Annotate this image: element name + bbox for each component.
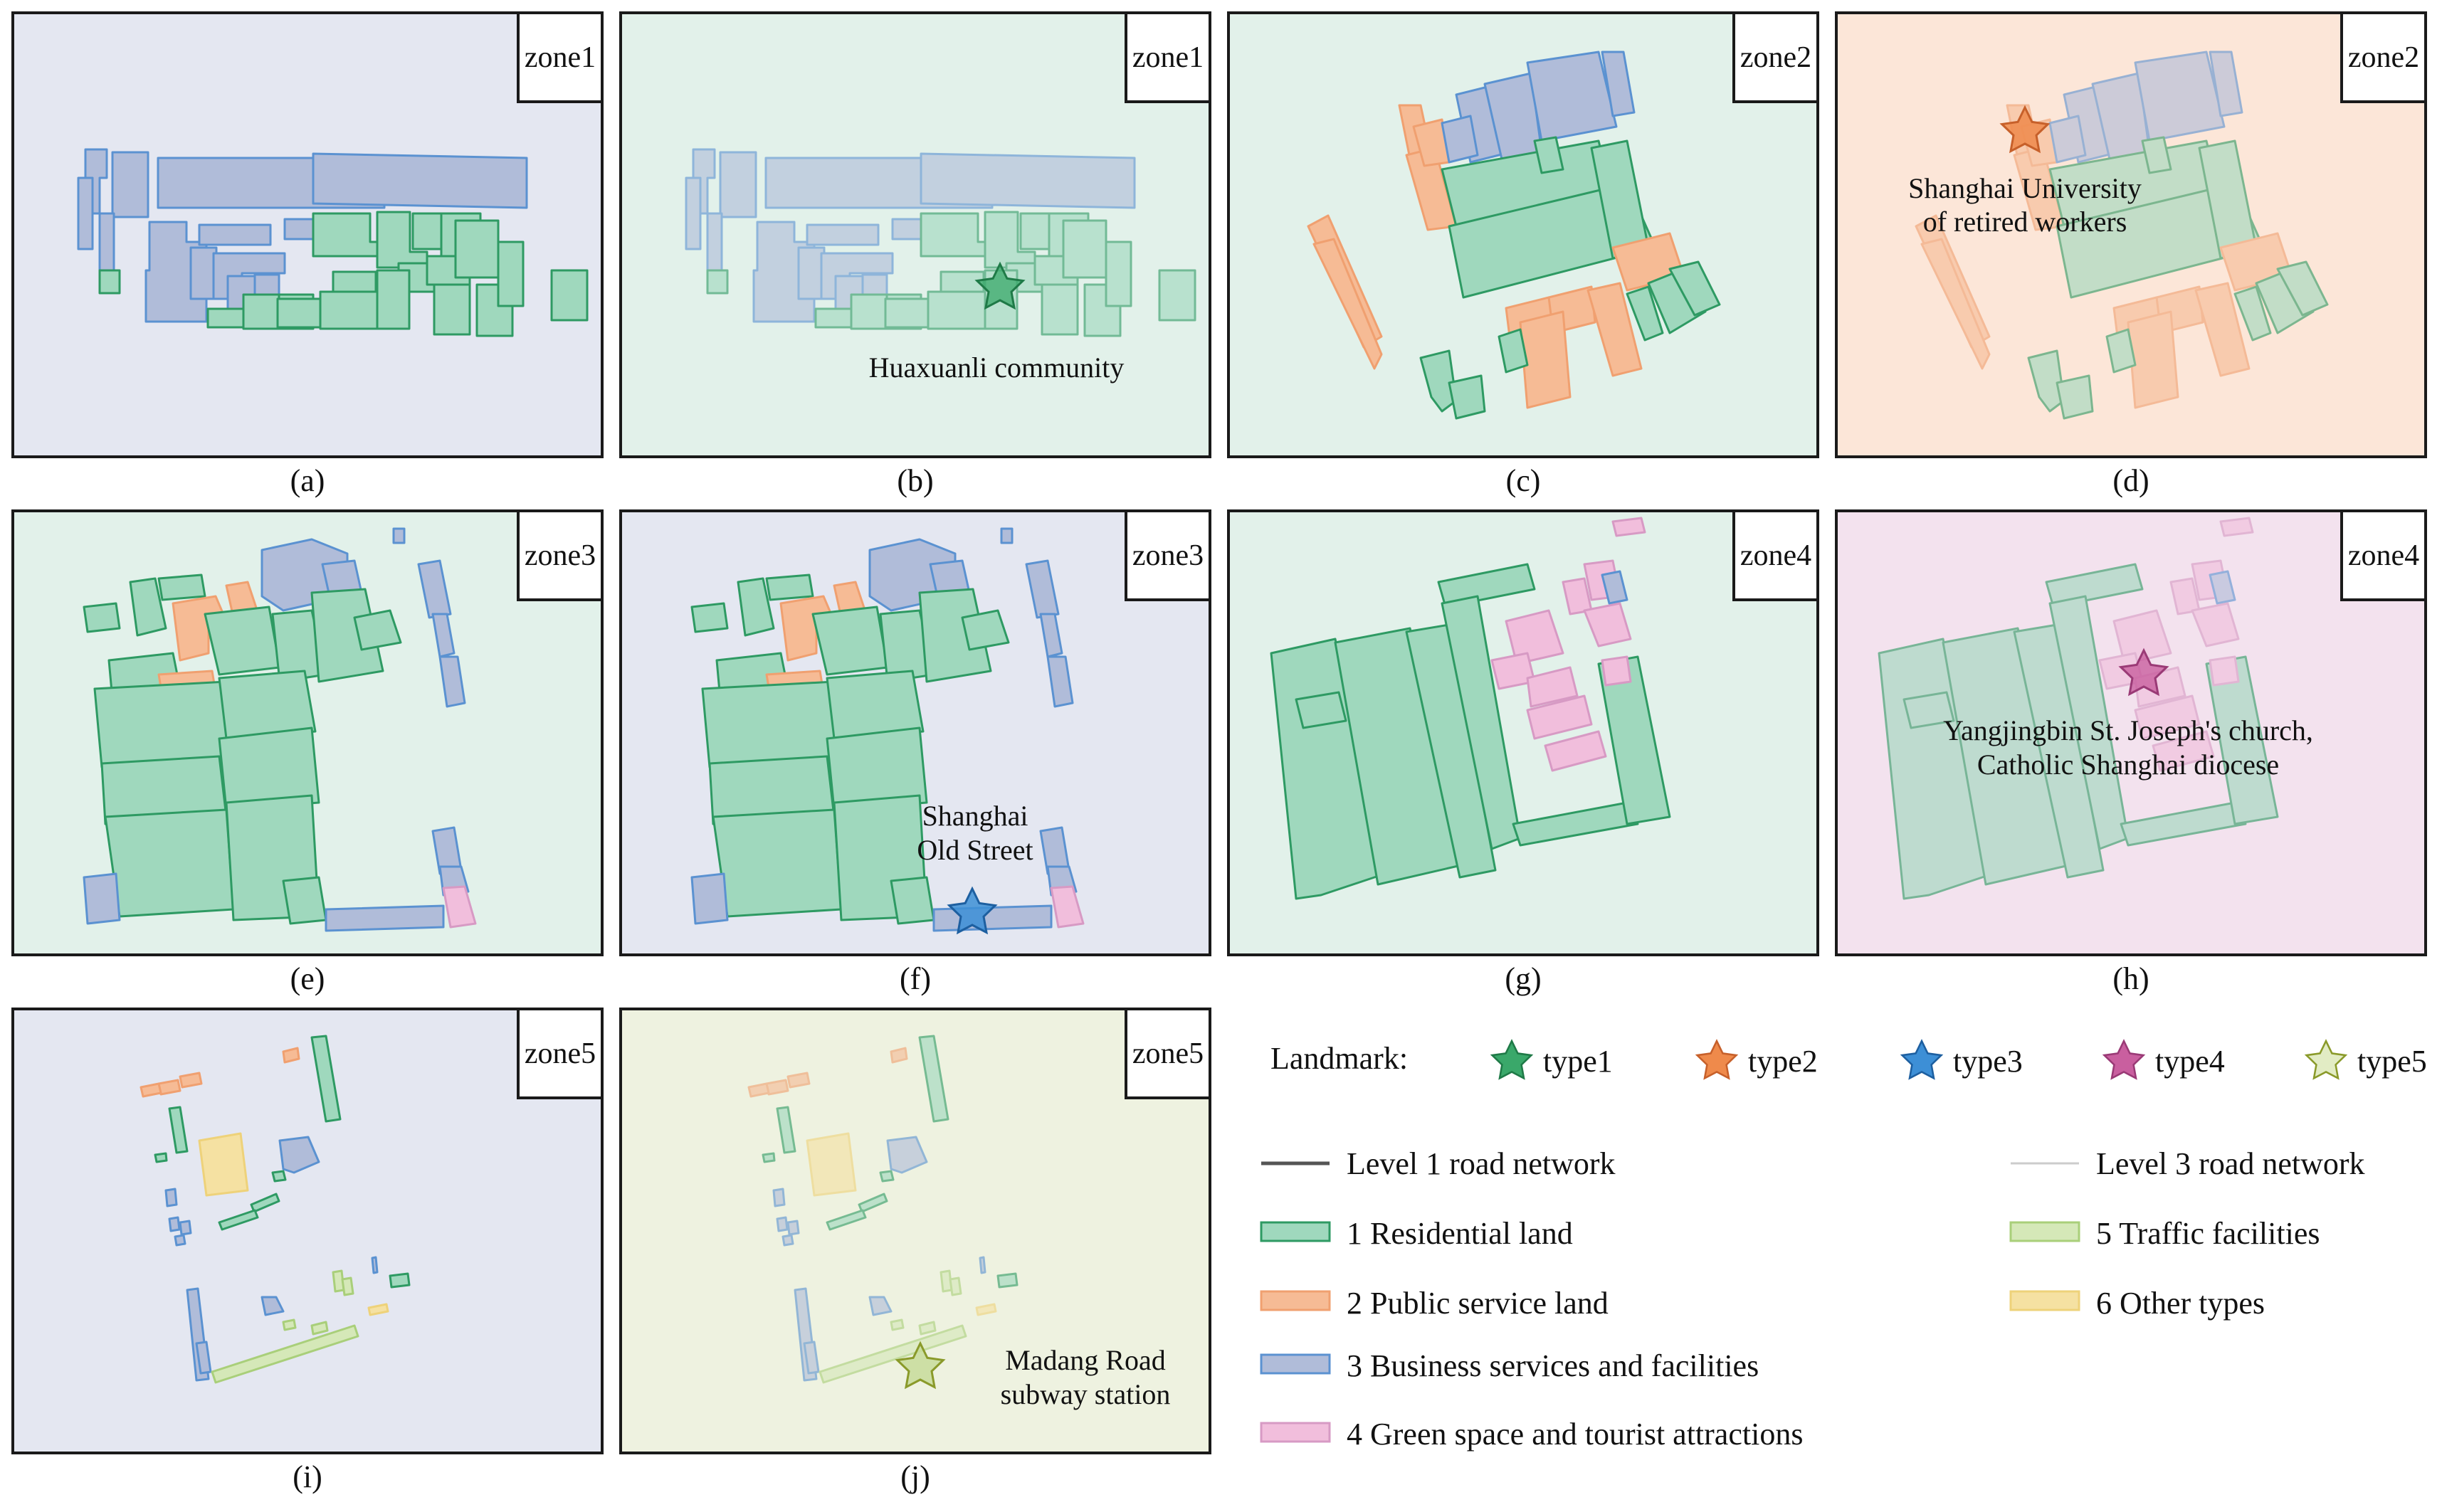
panel-caption: (b) xyxy=(897,463,933,498)
landmark-annotation: of retired workers xyxy=(1923,206,2127,238)
landmark-annotation: Huaxuanli community xyxy=(869,351,1125,384)
star-type3-icon xyxy=(1901,1040,1942,1079)
zone-label: zone1 xyxy=(1132,41,1204,74)
panel-caption: (a) xyxy=(290,463,325,498)
zone-label: zone4 xyxy=(1740,539,1811,572)
legend-landmark-type1: type1 xyxy=(1491,1040,1613,1079)
legend-landmark-label: type3 xyxy=(1953,1044,2023,1079)
zone-label-box xyxy=(1732,11,1819,103)
zone-label-box xyxy=(1732,509,1819,601)
panel-e: zone3 (e) xyxy=(11,509,604,996)
green-space-swatch xyxy=(1260,1422,1331,1443)
legend-green-space: 4 Green space and tourist attractions xyxy=(1260,1417,1803,1452)
legend-landmark-type3: type3 xyxy=(1901,1040,2023,1079)
zone-label: zone4 xyxy=(2348,539,2419,572)
legend-road-level1: Level 1 road network xyxy=(1261,1146,1616,1181)
legend-land-use-label: 6 Other types xyxy=(2096,1286,2265,1321)
landmark-annotation: Old Street xyxy=(917,834,1033,866)
residential-swatch xyxy=(1260,1221,1331,1242)
legend-traffic: 5 Traffic facilities xyxy=(2009,1216,2320,1251)
panel-caption: (j) xyxy=(900,1459,930,1494)
legend: Landmark: type1 type2 type3 type4 xyxy=(1260,1040,2427,1452)
panel-a: zone1 (a) xyxy=(11,11,604,498)
legend-land-use-label: 1 Residential land xyxy=(1347,1216,1573,1251)
zone-label: zone1 xyxy=(525,41,596,74)
legend-land-use-label: 5 Traffic facilities xyxy=(2096,1216,2320,1251)
landmark-annotation: Yangjingbin St. Joseph's church, xyxy=(1943,714,2313,746)
star-type5-icon xyxy=(2305,1040,2347,1079)
traffic-swatch xyxy=(2009,1221,2080,1242)
landmark-annotation: Shanghai University xyxy=(1908,172,2142,204)
panel-b: Huaxuanli community zone1 (b) xyxy=(619,11,1211,498)
zone-label: zone2 xyxy=(2348,41,2419,74)
panel-caption: (e) xyxy=(290,961,325,996)
zone-label-box xyxy=(517,509,604,601)
star-type1-icon xyxy=(1491,1040,1532,1079)
star-type4-icon xyxy=(2103,1040,2144,1079)
panel-caption: (f) xyxy=(900,961,931,996)
public-service-swatch xyxy=(1260,1290,1331,1311)
legend-landmark-label: type1 xyxy=(1543,1044,1613,1079)
panel-h: Yangjingbin St. Joseph's church, Catholi… xyxy=(1835,509,2427,996)
panel-caption: (h) xyxy=(2112,961,2149,996)
zone-label: zone2 xyxy=(1740,41,1811,74)
panel-f: Shanghai Old Street zone3 (f) xyxy=(619,509,1211,996)
zone-label-box xyxy=(2340,509,2427,601)
panel-caption: (c) xyxy=(1506,463,1541,498)
panel-i: zone5 (i) xyxy=(11,1008,604,1494)
zone-label-box xyxy=(1125,1008,1211,1099)
legend-land-use-label: 3 Business services and facilities xyxy=(1347,1348,1759,1383)
legend-road-level3-label: Level 3 road network xyxy=(2096,1146,2365,1181)
zone-label-box xyxy=(517,1008,604,1099)
legend-road-level1-label: Level 1 road network xyxy=(1347,1146,1616,1181)
panel-caption: (d) xyxy=(2112,463,2149,498)
legend-land-use-label: 4 Green space and tourist attractions xyxy=(1347,1417,1803,1452)
panel-d: Shanghai University of retired workers z… xyxy=(1835,11,2427,498)
other-swatch xyxy=(2009,1290,2080,1311)
zone-label: zone3 xyxy=(1132,539,1204,572)
landmark-annotation: Shanghai xyxy=(922,800,1028,832)
legend-landmark-type2: type2 xyxy=(1696,1040,1818,1079)
legend-residential: 1 Residential land xyxy=(1260,1216,1573,1251)
legend-business: 3 Business services and facilities xyxy=(1260,1348,1759,1383)
legend-land-use-label: 2 Public service land xyxy=(1347,1286,1609,1321)
landmark-annotation: Catholic Shanghai diocese xyxy=(1977,749,2279,781)
zone-label: zone3 xyxy=(525,539,596,572)
legend-landmark-label: type4 xyxy=(2155,1044,2225,1079)
zone-label-box xyxy=(2340,11,2427,103)
zone-label-box xyxy=(1125,11,1211,103)
legend-road-level3: Level 3 road network xyxy=(2011,1146,2365,1181)
panel-j: Madang Road subway station zone5 (j) xyxy=(619,1008,1211,1494)
legend-landmark-label: type5 xyxy=(2357,1044,2427,1079)
panel-c: zone2 (c) xyxy=(1227,11,1819,498)
panel-caption: (i) xyxy=(293,1459,322,1494)
panel-caption: (g) xyxy=(1505,961,1541,996)
map-background xyxy=(11,1008,604,1454)
landmark-annotation: Madang Road xyxy=(1005,1344,1166,1376)
zone-label: zone5 xyxy=(525,1037,596,1070)
star-type2-icon xyxy=(1696,1040,1737,1079)
legend-landmark-type4: type4 xyxy=(2103,1040,2225,1079)
zone-label: zone5 xyxy=(1132,1037,1204,1070)
legend-landmark-title: Landmark: xyxy=(1270,1041,1408,1076)
legend-landmark-label: type2 xyxy=(1748,1044,1818,1079)
business-swatch xyxy=(1260,1353,1331,1375)
zone-label-box xyxy=(1125,509,1211,601)
panel-g: zone4 (g) xyxy=(1227,509,1819,996)
landmark-annotation: subway station xyxy=(1001,1378,1171,1410)
zone-label-box xyxy=(517,11,604,103)
legend-public-service: 2 Public service land xyxy=(1260,1286,1609,1321)
legend-other: 6 Other types xyxy=(2009,1286,2265,1321)
legend-landmark-type5: type5 xyxy=(2305,1040,2427,1079)
